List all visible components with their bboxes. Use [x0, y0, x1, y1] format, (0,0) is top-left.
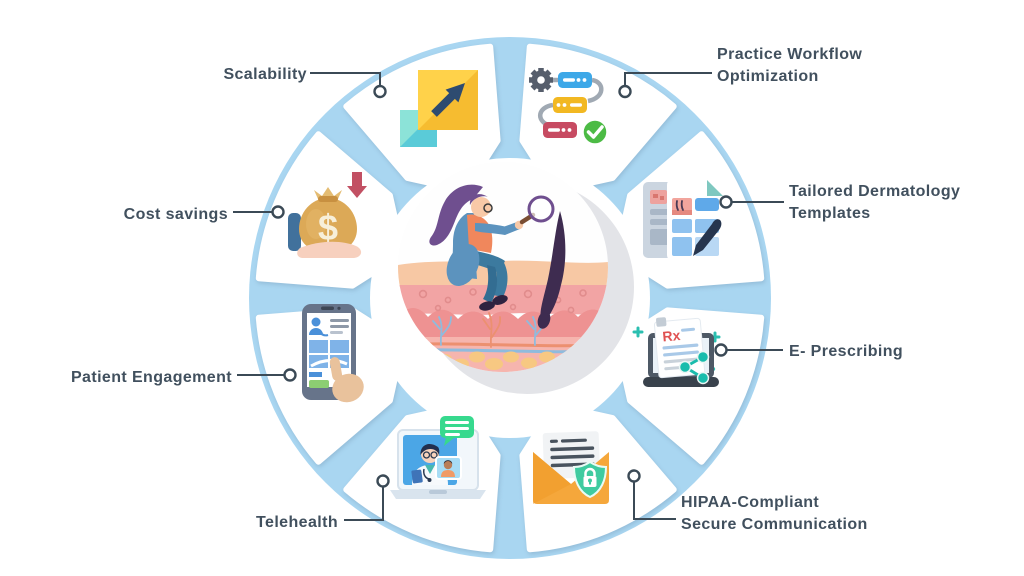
gear-icon	[529, 68, 553, 92]
label-e-prescribing: E- Prescribing	[789, 343, 903, 360]
label-telehealth: Telehealth	[256, 514, 338, 531]
chat-bubble-icon	[440, 416, 474, 446]
label-hipaa-line1: HIPAA-Compliant	[681, 494, 819, 511]
marker-telehealth	[376, 474, 390, 488]
marker-e-prescribing	[714, 343, 728, 357]
shield-lock-icon	[572, 460, 608, 499]
secure-envelope-shield-lock-icon	[533, 431, 609, 504]
pen-icon	[693, 219, 722, 256]
label-practice-workflow-line1: Practice Workflow	[717, 46, 862, 63]
center-illustration	[398, 162, 608, 372]
segment-labels: Scalability Practice Workflow Optimizati…	[71, 46, 960, 533]
down-arrow-icon	[347, 172, 367, 198]
leader-lines	[233, 72, 784, 521]
money-bag-hand-icon: $	[288, 172, 367, 258]
growth-arrow-squares-icon	[400, 70, 478, 147]
marker-templates	[719, 195, 733, 209]
template-documents-pen-icon	[643, 180, 723, 260]
label-templates-line2: Templates	[789, 205, 871, 222]
label-templates-line1: Tailored Dermatology	[789, 183, 960, 200]
dollar-sign: $	[318, 207, 338, 248]
label-practice-workflow-line2: Optimization	[717, 68, 819, 85]
tapping-hand	[329, 357, 364, 403]
workflow-gear-pipeline-icon	[529, 68, 609, 146]
label-patient-engagement: Patient Engagement	[71, 369, 232, 386]
laptop-prescription-icon: Rx	[632, 317, 721, 387]
marker-cost-savings	[271, 205, 285, 219]
dermatologist-figure	[429, 184, 555, 311]
share-icon	[678, 350, 710, 385]
marker-patient-engagement	[283, 368, 297, 382]
label-cost-savings: Cost savings	[124, 206, 228, 223]
video-consultation-laptop-icon	[390, 416, 486, 499]
marker-hipaa	[627, 469, 641, 483]
marker-scalability	[373, 84, 387, 99]
smartphone-tap-hand-icon	[302, 304, 364, 403]
label-hipaa-line2: Secure Communication	[681, 516, 868, 533]
marker-practice-workflow	[618, 84, 632, 99]
rx-symbol: Rx	[662, 327, 681, 345]
hair-follicle	[537, 211, 566, 329]
patient-window	[435, 456, 462, 480]
label-scalability: Scalability	[223, 66, 307, 83]
